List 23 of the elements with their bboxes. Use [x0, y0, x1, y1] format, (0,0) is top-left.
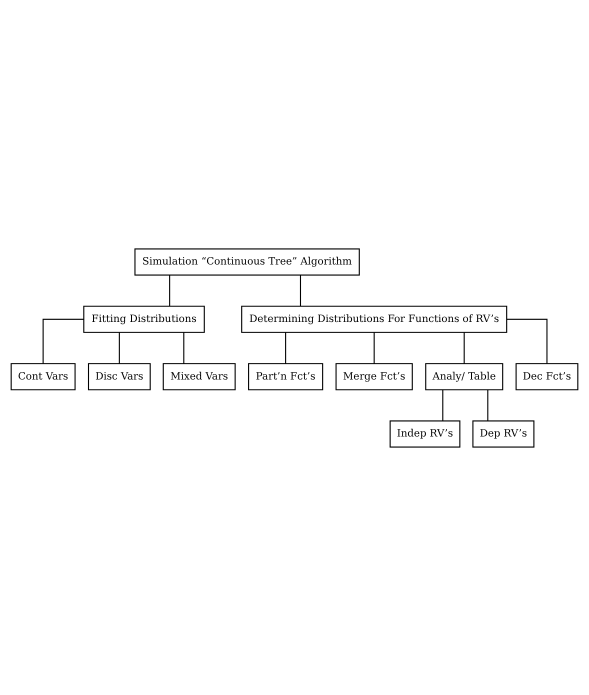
node-box: Determining Distributions For Functions of RV’s — [241, 305, 508, 332]
node-box: Merge Fct’s — [336, 362, 413, 390]
connector — [169, 274, 170, 306]
node-box: Dep RV’s — [472, 420, 534, 448]
connector — [183, 332, 184, 363]
connector — [118, 332, 120, 363]
node-box: Dec Fct’s — [516, 362, 578, 390]
node-box: Analy/ Table — [425, 362, 504, 390]
node-box: Disc Vars — [88, 362, 151, 390]
node-box: Part’n Fct’s — [248, 362, 324, 390]
node-box: Indep RV’s — [390, 420, 460, 448]
connector — [487, 389, 488, 420]
node-box: Simulation “Continuous Tree” Algorithm — [134, 248, 360, 276]
connector — [285, 332, 286, 363]
node-box: Mixed Vars — [162, 362, 236, 390]
node-box: Cont Vars — [10, 362, 76, 390]
connector — [464, 332, 465, 363]
connector — [374, 332, 375, 363]
connector — [442, 389, 444, 420]
connector — [300, 274, 302, 306]
connector — [42, 318, 84, 363]
node-box: Fitting Distributions — [83, 305, 205, 332]
connector — [506, 318, 548, 363]
